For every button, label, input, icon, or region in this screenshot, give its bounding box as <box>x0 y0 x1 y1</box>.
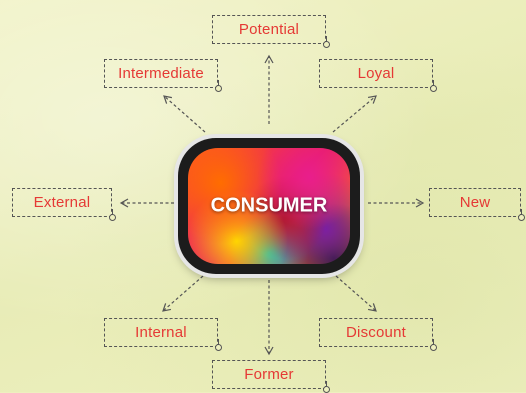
node-label: New <box>459 194 491 211</box>
arrow-discount <box>335 275 377 312</box>
connector-dot-icon <box>518 214 525 221</box>
node-label: External <box>33 194 91 211</box>
node-new: New <box>429 188 525 221</box>
node-discount: Discount <box>319 318 437 351</box>
node-former: Former <box>212 360 330 393</box>
node-label: Loyal <box>357 65 395 82</box>
arrow-internal <box>162 275 204 312</box>
arrow-loyal <box>332 95 377 133</box>
connector-dot-icon <box>109 214 116 221</box>
connector-dot-icon <box>430 85 437 92</box>
node-label: Discount <box>346 324 406 341</box>
node-loyal: Loyal <box>319 59 437 92</box>
connector-dot-icon <box>215 85 222 92</box>
node-potential: Potential <box>212 15 330 48</box>
node-external: External <box>12 188 116 221</box>
node-internal: Internal <box>104 318 222 351</box>
center-label: CONSUMER <box>210 194 328 217</box>
arrow-intermediate <box>163 95 206 133</box>
tv-screen: CONSUMER <box>188 148 350 264</box>
node-label: Potential <box>238 21 300 38</box>
connector-dot-icon <box>215 344 222 351</box>
node-label: Internal <box>135 324 187 341</box>
tv-center-node: CONSUMER <box>178 138 360 274</box>
connector-dot-icon <box>323 41 330 48</box>
node-intermediate: Intermediate <box>104 59 222 92</box>
node-label: Former <box>244 366 294 383</box>
node-label: Intermediate <box>118 65 204 82</box>
connector-dot-icon <box>430 344 437 351</box>
